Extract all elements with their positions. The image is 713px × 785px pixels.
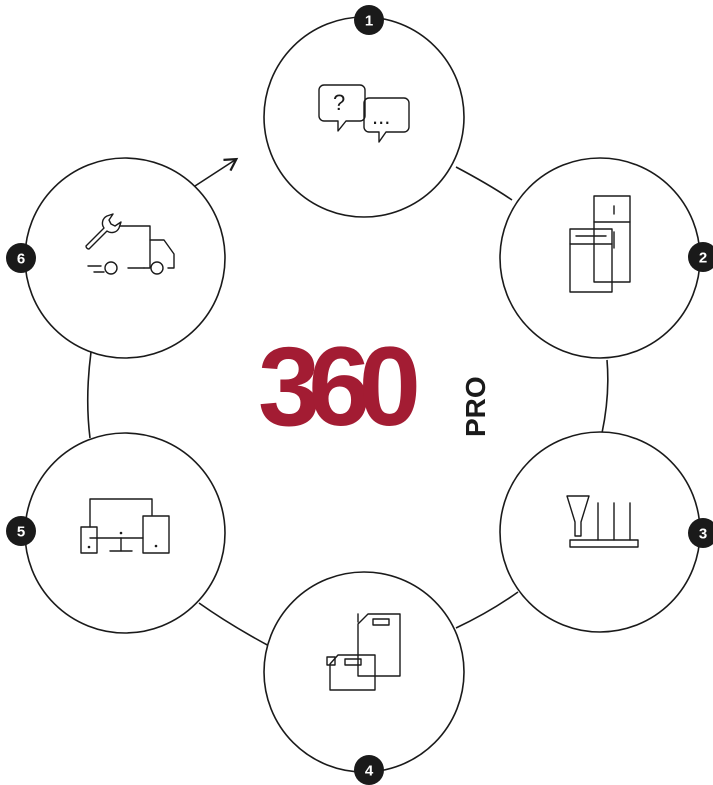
canisters-icon [326,613,401,691]
ellipsis-glyph: ... [372,104,390,129]
step-1-number: 1 [365,13,373,30]
step-1: ? ... 1 [263,5,465,218]
step-4: 4 [263,571,465,785]
chat-bubbles-icon: ? ... [318,84,410,143]
step-1-badge [354,5,384,35]
step-6-badge [6,243,36,273]
glassware-rack-icon [566,495,639,548]
step-6-circle [24,157,226,359]
step-5-badge [6,516,36,546]
step-5: 5 [6,432,226,634]
step-6: 6 [6,157,226,359]
step-6-number: 6 [17,251,25,268]
logo-360-text: 360 [258,324,417,449]
logo-360-pro: 360 PRO [258,324,491,449]
appliances-icon [569,195,631,293]
step-2-circle [499,157,701,359]
step-4-circle [263,571,465,773]
step-5-number: 5 [17,524,25,541]
step-3-circle [499,431,701,633]
step-3-badge [688,518,713,548]
step-3-number: 3 [699,526,707,543]
step-3: 3 [499,431,713,633]
service-truck-icon [85,213,175,275]
cycle-connectors [86,157,609,648]
devices-icon [80,498,170,554]
step-4-number: 4 [365,763,374,780]
step-4-badge [354,755,384,785]
step-2-badge [688,242,713,272]
step-2: 2 [499,157,713,359]
question-mark-glyph: ? [333,90,345,115]
step-2-number: 2 [699,250,707,267]
step-5-circle [24,432,226,634]
logo-pro-text: PRO [460,376,491,437]
